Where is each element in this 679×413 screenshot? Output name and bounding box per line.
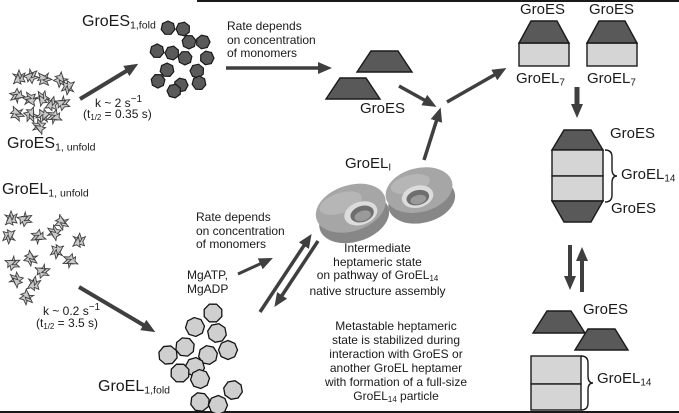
label-groel7-2: GroEL7	[587, 70, 636, 89]
label-groes-free: GroES	[360, 100, 406, 117]
groes-rate-constant: k ~ 2 s−1	[95, 94, 143, 110]
nucleotides-note: MgATP, MgADP	[187, 268, 229, 296]
junction-to-groel7-arrow	[446, 68, 507, 104]
groes-pair-icon	[531, 310, 630, 351]
label-groel14-ring: GroEL14	[597, 370, 652, 389]
nucleotide-arrow	[237, 258, 273, 276]
label-football-groel14: GroEL14	[621, 166, 676, 185]
label-groes-cap-2: GroES	[589, 1, 635, 18]
label-groel1-unfold: GroEL1, unfold	[2, 181, 89, 200]
groel-unfolded-cluster-icon	[2, 209, 87, 308]
groeli-to-junction-arrow	[422, 107, 443, 161]
metastable-state-note: Metastable heptameric state is stabilize…	[324, 319, 468, 404]
football-groel14-bracket	[604, 149, 618, 203]
label-football-groes-top: GroES	[610, 125, 656, 142]
rate-note-middle: Rate depends on concentration of monomer…	[196, 210, 285, 251]
label-football-groes-bottom: GroES	[611, 200, 657, 217]
groel14-double-ring-icon	[530, 355, 582, 411]
label-groel-intermediate: GroELI	[345, 155, 392, 174]
groel-folding-arrow	[77, 285, 156, 333]
football-complex-icon	[550, 129, 605, 223]
label-groes-pair: GroES	[583, 301, 629, 318]
heptamer-equilibrium-down-arrow	[274, 240, 320, 308]
label-groel1-fold: GroEL1,fold	[98, 378, 171, 397]
groel-rate-constant: k ~ 0.2 s−1	[43, 302, 101, 318]
intermediate-state-note: Intermediate heptameric state on pathway…	[309, 241, 446, 299]
groes-heptamer-trapezoid-icon	[324, 50, 414, 100]
arrows	[77, 62, 588, 333]
heptamer-equilibrium-up-arrow	[258, 233, 312, 313]
label-groes-cap-1: GroES	[520, 1, 566, 18]
groel7-groes-complex-icon	[517, 20, 639, 67]
label-groes1-fold: GroES1,fold	[82, 13, 156, 32]
groel-intermediate-ring-left-icon	[315, 183, 390, 244]
groes-unfolded-cluster-icon	[6, 66, 76, 136]
groel-half-life: (t1/2 = 3.5 s)	[36, 316, 99, 331]
groes-to-junction-arrow	[398, 84, 437, 107]
groes-folded-cluster-icon	[147, 20, 215, 100]
groes-folding-arrow	[78, 63, 139, 101]
groes-half-life: (t1/2 = 0.35 s)	[83, 107, 152, 122]
rate-note-top: Rate depends on concentration of monomer…	[227, 19, 316, 60]
groel-folded-cluster-icon	[157, 303, 244, 413]
label-groel7-1: GroEL7	[516, 70, 565, 89]
label-groes1-unfold: GroES1, unfold	[7, 135, 96, 154]
groel-intermediate-ring-right-icon	[385, 167, 456, 224]
groel14-bracket	[580, 355, 594, 411]
